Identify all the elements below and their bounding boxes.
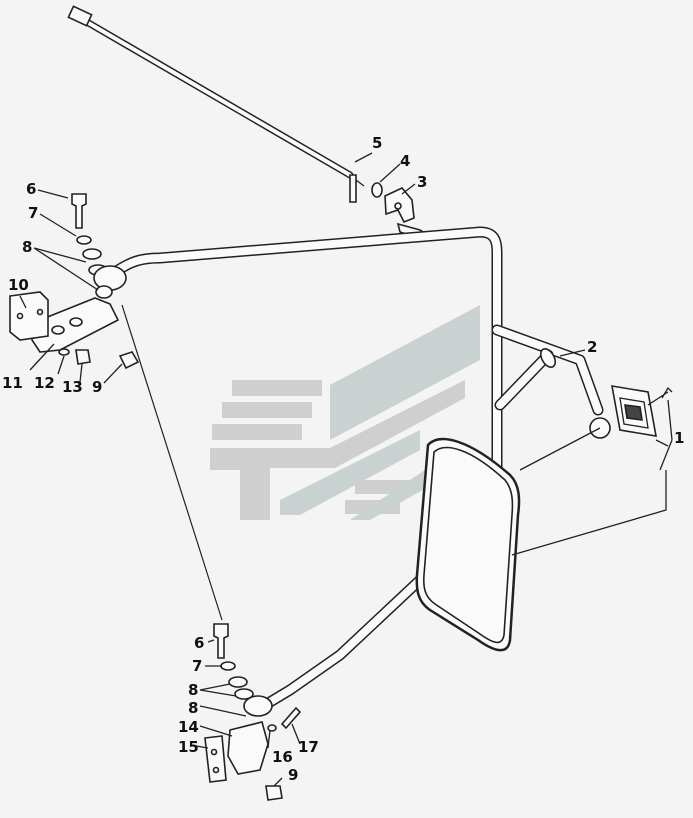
callout-6-bottom: 6 [194, 634, 204, 652]
lower-hinge [204, 623, 302, 801]
callout-9-bottom: 9 [288, 766, 298, 784]
callout-7-top: 7 [28, 204, 38, 222]
callout-9-top: 9 [92, 378, 102, 396]
callout-8-bottom-a: 8 [188, 681, 198, 699]
callout-15: 15 [178, 738, 199, 756]
pivot-axis-line [121, 304, 223, 621]
callout-6-top: 6 [26, 180, 36, 198]
mounting-plate [611, 385, 673, 447]
upper-hinge [9, 193, 140, 370]
callout-16: 16 [272, 748, 293, 766]
leader-lines [19, 152, 673, 787]
callout-4: 4 [400, 152, 410, 170]
callout-17: 17 [298, 738, 319, 756]
callout-14: 14 [178, 718, 199, 736]
mirror-glass [415, 437, 521, 652]
callout-8-bottom-b: 8 [188, 699, 198, 717]
callout-5: 5 [372, 134, 382, 152]
watermark-logo [210, 305, 480, 520]
callout-7-bottom: 7 [192, 657, 202, 675]
callout-8-top: 8 [22, 238, 32, 256]
callout-11: 11 [2, 374, 23, 392]
callout-2: 2 [587, 338, 597, 356]
callout-labels: 1 2 3 4 5 6 7 8 10 11 12 13 9 6 7 8 8 14… [2, 134, 684, 784]
callout-3: 3 [417, 173, 427, 191]
callout-13: 13 [62, 378, 83, 396]
mirror-arm-tube [109, 226, 611, 711]
support-rod [67, 5, 365, 203]
callout-12: 12 [34, 374, 55, 392]
callout-10: 10 [8, 276, 29, 294]
callout-1: 1 [674, 429, 684, 447]
